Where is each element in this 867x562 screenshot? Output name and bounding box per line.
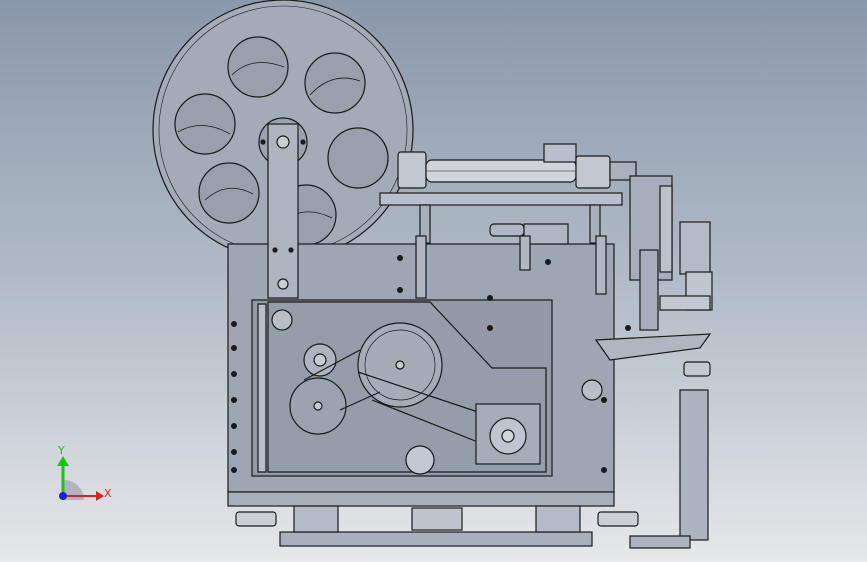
support-stand bbox=[629, 361, 711, 549]
reel-arm bbox=[267, 123, 299, 299]
coordinate-triad: X Y bbox=[57, 444, 112, 501]
y-axis-label: Y bbox=[57, 444, 65, 457]
sensor-mount bbox=[415, 223, 607, 299]
x-axis-arrowhead bbox=[96, 491, 104, 501]
x-axis-label: X bbox=[104, 487, 112, 500]
mounting-holes bbox=[231, 255, 631, 473]
label-roll-reel bbox=[152, 0, 414, 261]
upper-cylinder-assembly bbox=[379, 143, 637, 244]
belt-drive bbox=[271, 309, 603, 475]
right-bracket-assembly bbox=[594, 175, 713, 361]
z-axis-dot bbox=[59, 492, 67, 500]
y-axis-arrowhead bbox=[57, 456, 69, 466]
base-rail bbox=[227, 491, 639, 547]
